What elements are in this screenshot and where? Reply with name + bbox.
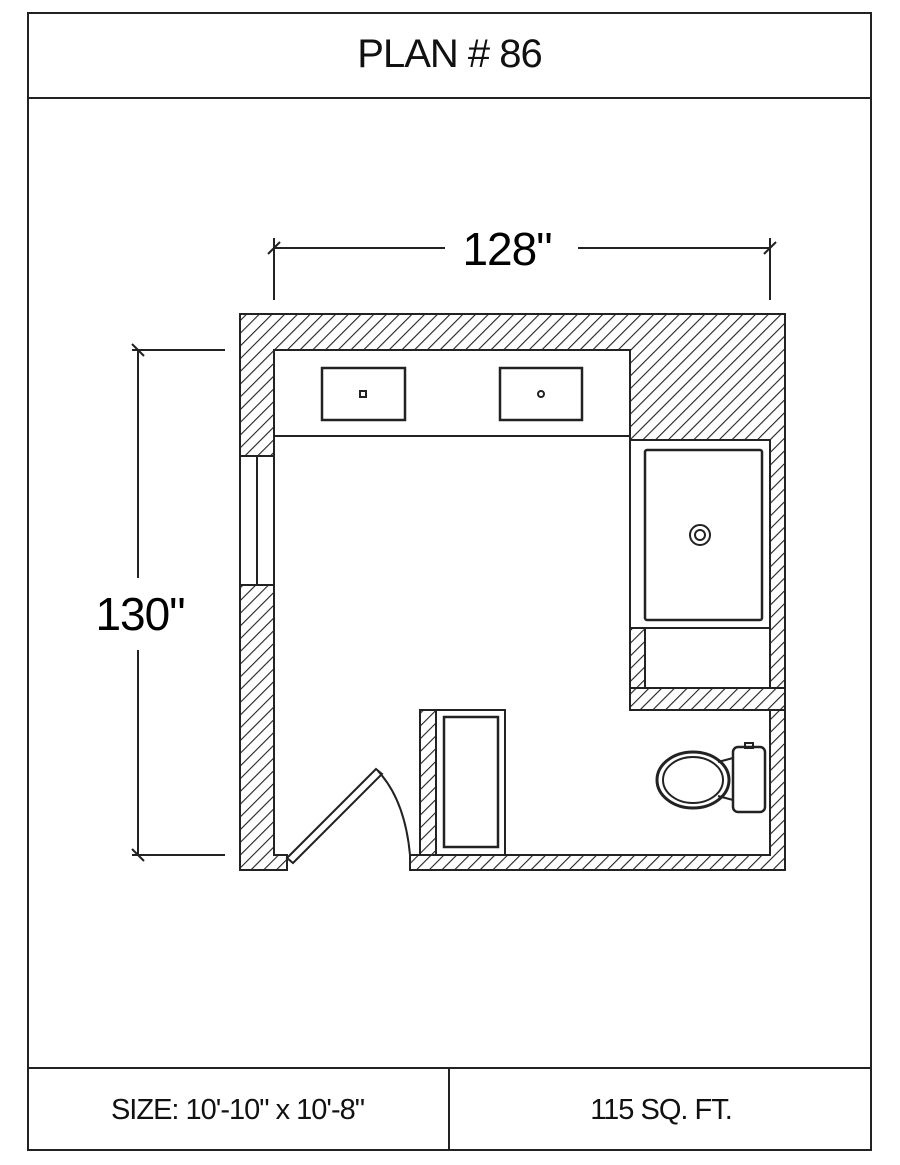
width-dimension-line	[267, 238, 777, 300]
height-dimension-line	[131, 343, 225, 862]
height-dimension-label: 130"	[95, 588, 184, 640]
sink-right	[498, 366, 584, 422]
door	[285, 767, 411, 865]
area-label: 115 SQ. FT.	[590, 1093, 733, 1126]
window	[239, 455, 275, 586]
width-dimension-label: 128"	[462, 223, 551, 275]
plan-title: PLAN # 86	[27, 12, 872, 99]
linen-cabinet	[435, 709, 506, 856]
shower-bench-wall	[629, 627, 646, 689]
shower-bench	[644, 627, 771, 689]
cabinet-wall	[419, 709, 437, 856]
shower-drain-icon	[689, 524, 711, 546]
size-label: SIZE: 10'-10" x 10'-8"	[27, 1069, 450, 1151]
shower-bottom-wall	[629, 687, 786, 711]
footer: SIZE: 10'-10" x 10'-8" 115 SQ. FT.	[27, 1067, 872, 1151]
shower-pan	[643, 448, 764, 622]
sink-left	[320, 366, 407, 422]
toilet-icon	[655, 742, 767, 814]
